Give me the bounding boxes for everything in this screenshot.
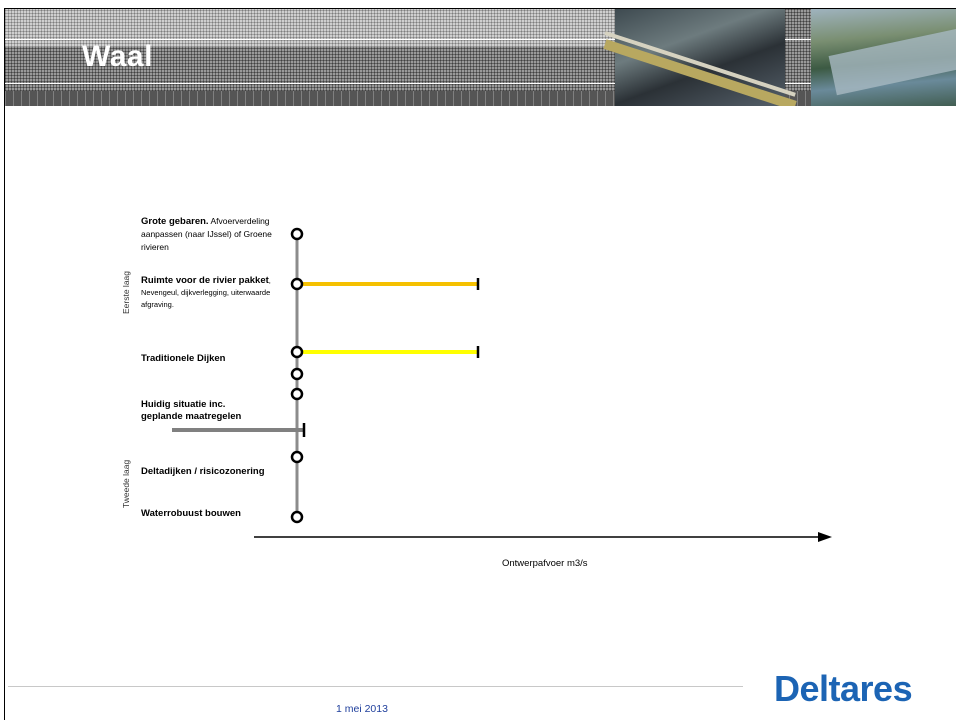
slide-title: Waal bbox=[82, 40, 153, 73]
x-axis-arrowhead bbox=[818, 532, 832, 542]
deltares-logo: Deltares bbox=[774, 668, 913, 709]
frame-left bbox=[4, 8, 5, 720]
header-rule bbox=[5, 83, 956, 84]
bridge-photo bbox=[603, 9, 797, 106]
group-label-eerste-laag: Eerste laag bbox=[121, 271, 131, 314]
footer-date: 1 mei 2013 bbox=[336, 703, 388, 715]
node-grote-gebaren bbox=[290, 227, 304, 241]
node-extra-1 bbox=[290, 367, 304, 381]
header-rule bbox=[5, 39, 956, 40]
node-deltadijken bbox=[290, 450, 304, 464]
label-grote-gebaren: Grote gebaren. Afvoerverdeling aanpassen… bbox=[141, 216, 272, 252]
node-ruimte-voor-de-rivier bbox=[290, 277, 304, 291]
header-banner bbox=[5, 9, 956, 106]
footer-line bbox=[8, 686, 743, 687]
river-aerial-photo bbox=[811, 9, 956, 106]
node-traditionele-dijken bbox=[290, 345, 304, 359]
label-ruimte-voor-de-rivier: Ruimte voor de rivier pakket, Nevengeul,… bbox=[141, 275, 271, 309]
label-huidig-situatie: Huidig situatie inc. geplande maatregele… bbox=[141, 399, 242, 422]
label-traditionele-dijken: Traditionele Dijken bbox=[141, 353, 226, 364]
node-extra-2 bbox=[290, 387, 304, 401]
label-waterrobuust: Waterrobuust bouwen bbox=[141, 508, 241, 519]
x-axis-label: Ontwerpafvoer m3/s bbox=[502, 558, 588, 569]
frame-top bbox=[4, 8, 956, 9]
header-light-band bbox=[5, 9, 615, 47]
label-deltadijken: Deltadijken / risicozonering bbox=[141, 466, 265, 477]
node-waterrobuust bbox=[290, 510, 304, 524]
group-label-tweede-laag: Tweede laag bbox=[121, 459, 131, 508]
